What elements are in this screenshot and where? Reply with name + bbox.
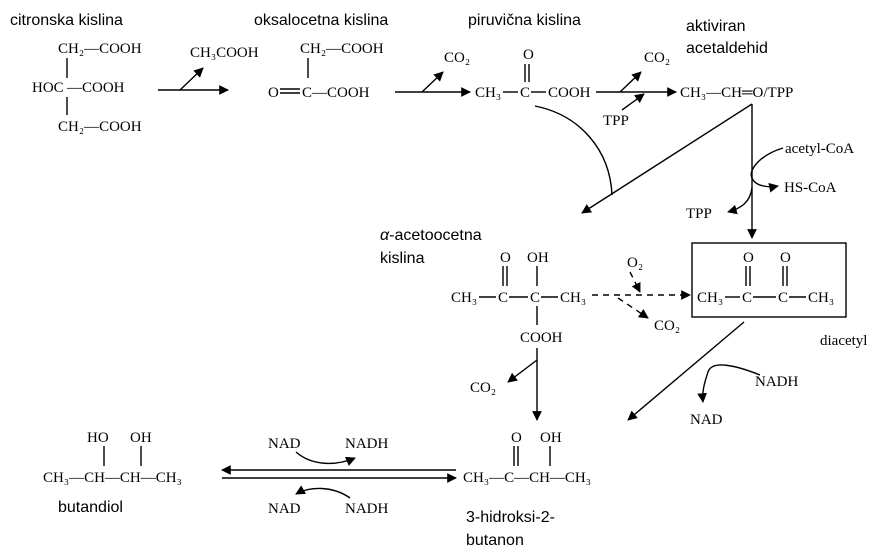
hs-coa: HS-CoA: [784, 180, 837, 196]
acetolactate-ch3-right: CH₃: [560, 290, 586, 306]
citric-acid-structure: CH₂—COOH HOC —COOH CH₂—COOH: [32, 41, 142, 135]
acetolactate-cooh: COOH: [520, 330, 563, 346]
acetyl-coa: acetyl-CoA: [785, 141, 854, 157]
citric-bottom-group: CH₂—COOH: [58, 119, 142, 135]
acetolactate-c1: C: [498, 290, 508, 306]
label-acetolactate-greek: α: [380, 227, 390, 244]
butanediol-chain: CH₃—CH—CH—CH₃: [43, 470, 182, 486]
arrow-co2-branch-c: [617, 297, 649, 319]
citric-middle-group: —COOH: [66, 80, 125, 96]
pyruvic-cooh: COOH: [548, 85, 591, 101]
butanediol-oh: OH: [130, 430, 152, 446]
arrow-tpp-in: [621, 93, 645, 111]
label-oxaloacetic-acid: oksalocetna kislina: [254, 12, 388, 29]
oxaloacetic-oxygen: O: [268, 85, 279, 101]
curve-bottom-cofactor: [295, 485, 351, 499]
label-diacetyl: diacetyl: [820, 333, 867, 349]
tpp-out: TPP: [686, 206, 712, 222]
diacetyl-oxygen-1: O: [743, 250, 754, 266]
label-acetolactate-2: kislina: [380, 250, 425, 267]
arrow-o2-in: [629, 271, 641, 293]
arrow-co2-branch-d: [507, 359, 538, 383]
o2: O₂: [627, 255, 643, 271]
co2-c: CO₂: [654, 318, 680, 334]
arrow-co2-branch-b: [619, 71, 642, 93]
curve-nadh-to-nad: [697, 364, 761, 403]
pyruvic-oxygen: O: [523, 47, 534, 63]
label-acetolactate-name: -acetoocetna: [389, 227, 482, 244]
curve-acetyl-coa: [750, 147, 784, 193]
diacetyl-c1: C: [742, 290, 752, 306]
nad-1: NAD: [690, 412, 723, 428]
diacetyl-box: [691, 242, 847, 318]
acetoin-structure: O OH CH₃—C—CH—CH₃: [463, 430, 591, 486]
acetolactate-ch3-left: CH₃: [451, 290, 477, 306]
label-acetoin-2: butanon: [466, 532, 524, 549]
acetolactate-c2: C: [530, 290, 540, 306]
nadh-1: NADH: [755, 374, 798, 390]
acetoin-oxygen: O: [511, 430, 522, 446]
nad-top: NAD: [268, 436, 301, 452]
acetolactate-oxygen: O: [500, 250, 511, 266]
diacetyl-oxygen-2: O: [780, 250, 791, 266]
arrow-acetic-branch: [179, 67, 204, 91]
curve-top-cofactor: [295, 451, 356, 466]
acetic-acid: CH₃COOH: [190, 45, 259, 61]
label-activated-2: acetaldehid: [686, 40, 768, 57]
arrow-diacetyl-to-acetoin: [627, 321, 745, 421]
oxaloacetic-top-group: CH₂—COOH: [300, 41, 384, 57]
acetolactate-oh: OH: [527, 250, 549, 266]
pyruvic-carbon: C: [520, 85, 530, 101]
label-citric-acid: citronska kislina: [10, 12, 123, 29]
tpp-in: TPP: [603, 113, 629, 129]
curve-tpp-out: [727, 187, 753, 215]
pyruvic-ch3: CH₃: [475, 85, 501, 101]
butanediol-ho: HO: [87, 430, 109, 446]
co2-d: CO₂: [470, 380, 496, 396]
label-acetoin-1: 3-hidroksi-2-: [466, 509, 555, 526]
citric-top-group: CH₂—COOH: [58, 41, 142, 57]
co2-b: CO₂: [644, 50, 670, 66]
activated-acetaldehyde: CH₃—CH═O/TPP: [680, 85, 793, 101]
label-acetolactate-1: α-acetoocetna: [380, 227, 482, 244]
label-activated-1: aktiviran: [686, 18, 746, 35]
nadh-top: NADH: [345, 436, 388, 452]
label-butanediol: butandiol: [58, 499, 123, 516]
diacetyl-ch3-left: CH₃: [697, 290, 723, 306]
pyruvic-acid-structure: O CH₃ C COOH: [475, 47, 591, 101]
arrow-co2-branch-a: [421, 71, 444, 93]
oxaloacetic-acid-structure: CH₂—COOH O C —COOH: [268, 41, 384, 101]
nad-bottom: NAD: [268, 501, 301, 517]
label-pyruvic-acid: piruvična kislina: [468, 12, 581, 29]
oxaloacetic-carbon: C: [302, 85, 312, 101]
diacetyl-ch3-right: CH₃: [808, 290, 834, 306]
acetoin-chain: CH₃—C—CH—CH₃: [463, 470, 591, 486]
citric-middle-carbon: HOC: [32, 80, 64, 96]
co2-a: CO₂: [444, 50, 470, 66]
butanediol-structure: HO OH CH₃—CH—CH—CH₃: [43, 430, 182, 486]
acetolactate-structure: O OH CH₃ C C CH₃ COOH: [451, 250, 586, 346]
curve-pyruvic-to-condensation: [534, 105, 613, 196]
acetoin-oh: OH: [540, 430, 562, 446]
arrow-condensation-to-acetolactate: [581, 103, 753, 214]
nadh-bottom: NADH: [345, 501, 388, 517]
diacetyl-structure: O O CH₃ C C CH₃: [691, 242, 847, 318]
oxaloacetic-group: —COOH: [311, 85, 370, 101]
diacetyl-c2: C: [778, 290, 788, 306]
